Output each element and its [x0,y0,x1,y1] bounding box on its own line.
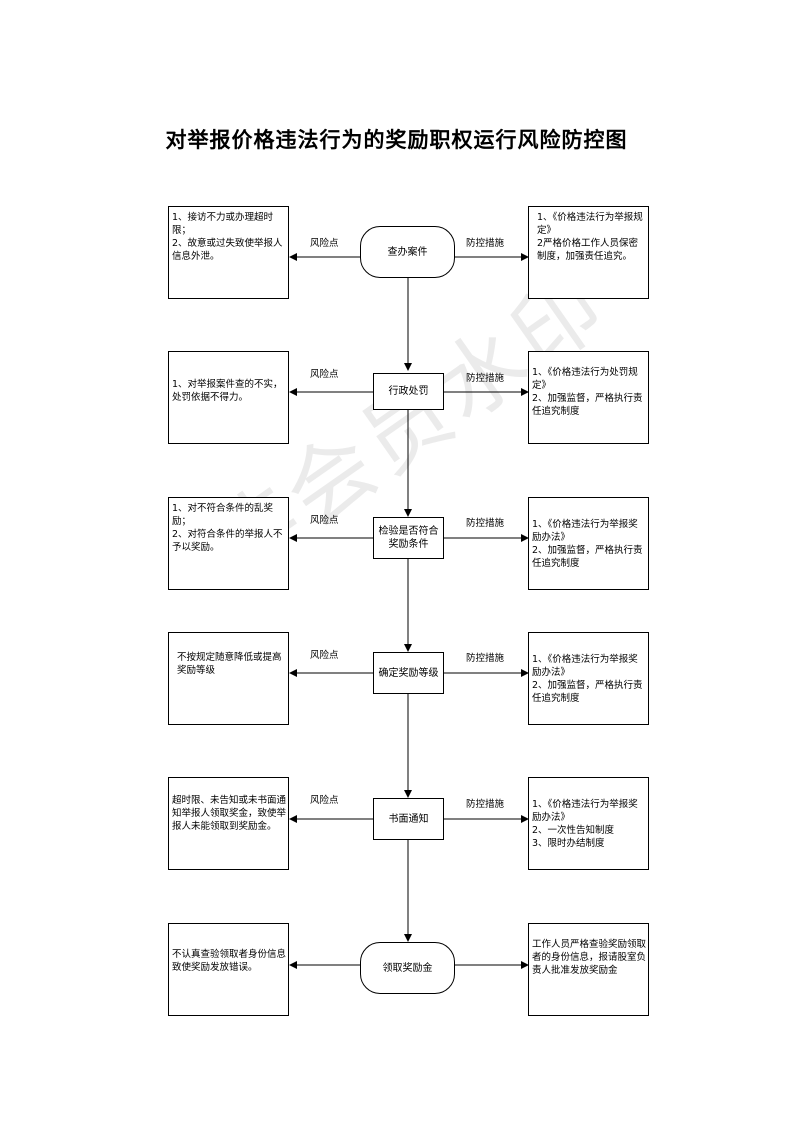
control-box-2: 1、《价格违法行为处罚规定》 2、加强监督，严格执行责任追究制度 [528,351,649,444]
risk-point-label: 风险点 [310,515,339,526]
risk-line: 2、对符合条件的举报人不予以奖励。 [172,529,283,553]
risk-box-2: 1、对举报案件查的不实，处罚依据不得力。 [168,351,289,444]
control-line: 3、限时办结制度 [532,838,605,849]
control-line: 1、《价格违法行为举报规定》 [537,212,643,236]
page-title: 对举报价格违法行为的奖励职权运行风险防控图 [165,127,628,152]
step-node-5: 书面通知 [373,798,444,840]
risk-line: 超时限、未告知或未书面通知举报人领取奖金，致使举报人未能领取到奖励金。 [172,795,287,832]
control-label: 防控措施 [466,373,505,384]
control-box-3: 1、《价格违法行为举报奖励办法》 2、加强监督，严格执行责任追究制度 [528,497,649,590]
risk-box-1: 1、接访不力或办理超时限； 2、故意或过失致使举报人信息外泄。 [168,206,289,299]
control-line: 2严格价格工作人员保密制度，加强责任追究。 [537,238,639,262]
control-label: 防控措施 [466,799,505,810]
risk-point-label: 风险点 [310,238,339,249]
risk-point-label: 风险点 [310,369,339,380]
risk-line: 1、对举报案件查的不实，处罚依据不得力。 [172,379,283,403]
step-node-4: 确定奖励等级 [373,652,444,694]
control-box-1: 1、《价格违法行为举报规定》 2严格价格工作人员保密制度，加强责任追究。 [528,206,649,299]
control-line: 2、加强监督，严格执行责任追究制度 [532,393,643,417]
control-line: 工作人员严格查验奖励领取者的身份信息，报请股室负责人批准发放奖励金 [532,939,647,976]
risk-line: 2、故意或过失致使举报人信息外泄。 [172,238,283,262]
step-node-3: 检验是否符合奖励条件 [373,517,444,559]
risk-line: 1、接访不力或办理超时限； [172,212,274,236]
control-line: 2、一次性告知制度 [532,825,615,836]
control-label: 防控措施 [466,238,505,249]
control-line: 2、加强监督，严格执行责任追究制度 [532,545,643,569]
control-line: 1、《价格违法行为举报奖励办法》 [532,799,638,823]
risk-line: 不认真查验领取者身份信息致使奖励发放错误。 [172,949,287,973]
step-node-1: 查办案件 [360,226,455,278]
step-node-6: 领取奖励金 [360,942,455,994]
risk-box-6: 不认真查验领取者身份信息致使奖励发放错误。 [168,923,289,1016]
control-line: 1、《价格违法行为处罚规定》 [532,367,638,391]
control-box-6: 工作人员严格查验奖励领取者的身份信息，报请股室负责人批准发放奖励金 [528,923,649,1016]
risk-line: 1、对不符合条件的乱奖励； [172,503,274,527]
control-label: 防控措施 [466,518,505,529]
risk-box-4: 不按规定随意降低或提高奖励等级 [168,632,289,725]
control-line: 1、《价格违法行为举报奖励办法》 [532,654,638,678]
risk-box-3: 1、对不符合条件的乱奖励； 2、对符合条件的举报人不予以奖励。 [168,497,289,590]
risk-line: 不按规定随意降低或提高奖励等级 [177,652,282,676]
risk-box-5: 超时限、未告知或未书面通知举报人领取奖金，致使举报人未能领取到奖励金。 [168,777,289,870]
risk-point-label: 风险点 [310,650,339,661]
control-box-5: 1、《价格违法行为举报奖励办法》 2、一次性告知制度 3、限时办结制度 [528,777,649,870]
control-line: 2、加强监督，严格执行责任追究制度 [532,680,643,704]
control-box-4: 1、《价格违法行为举报奖励办法》 2、加强监督，严格执行责任追究制度 [528,632,649,725]
control-label: 防控措施 [466,653,505,664]
step-node-2: 行政处罚 [373,373,444,410]
control-line: 1、《价格违法行为举报奖励办法》 [532,519,638,543]
risk-point-label: 风险点 [310,795,339,806]
